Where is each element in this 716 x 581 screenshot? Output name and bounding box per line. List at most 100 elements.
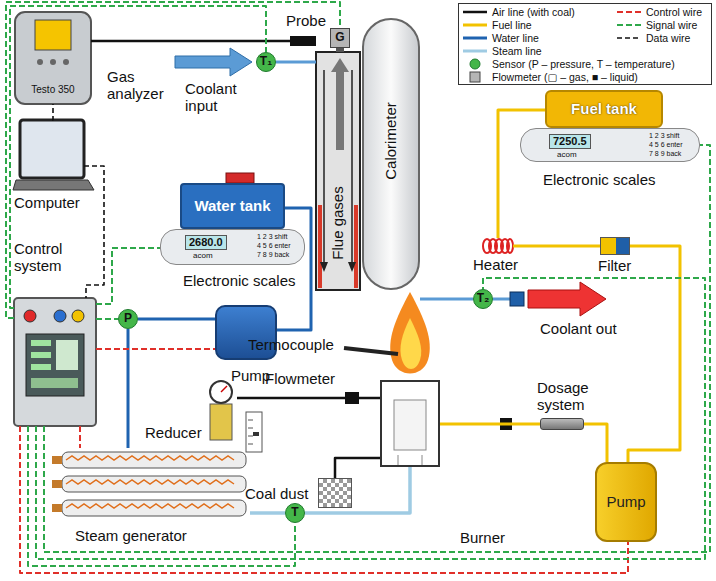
flue-duct bbox=[351, 70, 353, 262]
flue-duct bbox=[320, 262, 328, 272]
legend-item: Control wire bbox=[616, 6, 702, 18]
legend-item: Sensor (P – pressure, T – temperature) bbox=[462, 58, 675, 70]
coolant-input-arrow bbox=[276, 61, 316, 64]
node-text: Fuel tank bbox=[571, 100, 637, 117]
laptop bbox=[13, 180, 94, 190]
flue-duct bbox=[354, 205, 358, 288]
fuel-tank: Fuel tank bbox=[545, 90, 663, 128]
heater: Heater bbox=[483, 238, 513, 254]
laptop bbox=[20, 120, 84, 178]
legend-text: Data wire bbox=[646, 32, 690, 44]
legend-sample bbox=[616, 6, 642, 18]
burner-inner bbox=[422, 455, 423, 465]
dosage-system: Dosage system bbox=[540, 418, 584, 430]
legend-sample bbox=[616, 19, 642, 31]
temperature-sensor: T bbox=[285, 503, 305, 523]
legend-item: Data wire bbox=[616, 32, 690, 44]
node-text: Water tank bbox=[194, 197, 270, 214]
air-line bbox=[335, 458, 380, 478]
legend-sample bbox=[462, 45, 488, 57]
gas-flowmeter: G bbox=[330, 28, 350, 48]
water-tank: Water tank bbox=[180, 183, 285, 229]
node-label: 4 5 6 enter bbox=[257, 242, 290, 250]
node-label: Computer bbox=[14, 194, 80, 211]
node-label: 7 8 9 back bbox=[257, 251, 289, 259]
flue-duct bbox=[318, 205, 322, 288]
reducer-device bbox=[210, 381, 262, 452]
node-label: Calorimeter bbox=[382, 102, 399, 180]
steam-generator-rods bbox=[62, 476, 246, 492]
node-label: acom bbox=[557, 150, 577, 159]
legend-line bbox=[463, 11, 487, 14]
legend-line bbox=[617, 37, 641, 39]
reducer-device bbox=[248, 420, 253, 421]
sig-line bbox=[36, 278, 705, 559]
legend-text: Control wire bbox=[646, 6, 702, 18]
callout-label: Coolant out bbox=[540, 320, 617, 337]
flue-duct bbox=[323, 70, 325, 262]
gas-analyzer-device bbox=[37, 59, 43, 65]
reducer-device bbox=[210, 381, 232, 403]
callout-label: Termocouple bbox=[248, 336, 334, 353]
legend-line bbox=[463, 37, 487, 40]
legend-sample bbox=[462, 32, 488, 44]
control-cabinet bbox=[72, 310, 84, 322]
legend-line bbox=[463, 24, 487, 27]
flame bbox=[390, 292, 430, 374]
node-label: Probe bbox=[286, 12, 326, 29]
flame bbox=[400, 318, 421, 369]
tank-valve bbox=[226, 173, 254, 183]
reducer-device bbox=[248, 444, 253, 445]
node-label: Testo 350 bbox=[15, 84, 91, 96]
control-cabinet bbox=[14, 298, 96, 426]
steam-generator-rods bbox=[52, 452, 246, 516]
coal-dust-feeder: Coal dust bbox=[318, 478, 352, 508]
sig-line bbox=[96, 318, 118, 320]
legend-sample bbox=[462, 58, 488, 70]
legend-text: Steam line bbox=[492, 45, 542, 57]
node-label: Flue gases bbox=[329, 187, 346, 260]
heating-element bbox=[66, 480, 234, 484]
node-text: T₁ bbox=[260, 55, 272, 69]
probe-line bbox=[91, 40, 290, 43]
flue-duct bbox=[316, 48, 360, 290]
ctrl-line bbox=[20, 426, 628, 573]
flue-duct bbox=[316, 52, 360, 290]
control-cabinet bbox=[24, 310, 36, 322]
reducer: Reducer bbox=[205, 380, 237, 442]
legend-line bbox=[617, 11, 641, 13]
node-text: G bbox=[335, 31, 344, 45]
gas-analyzer-device bbox=[63, 59, 69, 65]
probe: Probe bbox=[290, 36, 316, 46]
temperature-sensor: T₂ bbox=[473, 289, 493, 309]
node-label: Flowmeter bbox=[265, 370, 335, 387]
heater-coil bbox=[483, 239, 513, 253]
fuel-line bbox=[440, 423, 540, 426]
control-system: Control system bbox=[14, 298, 96, 426]
node-label: Steam generator bbox=[75, 527, 187, 544]
legend-flowmeter bbox=[470, 72, 480, 82]
data-line bbox=[52, 104, 53, 120]
thermocouple-rod bbox=[344, 348, 398, 354]
legend-item: Fuel line bbox=[462, 19, 532, 31]
steam-line bbox=[250, 511, 285, 515]
legend-sensor bbox=[470, 59, 480, 69]
sig-line bbox=[96, 248, 160, 304]
node-label: 2680.0 bbox=[185, 235, 227, 250]
node-label: 7 8 9 back bbox=[649, 150, 681, 158]
reducer-device bbox=[210, 404, 232, 440]
node-label: 1 2 3 shift bbox=[257, 233, 287, 241]
air-line bbox=[237, 397, 345, 400]
flue-duct bbox=[336, 70, 344, 150]
ctrl-line bbox=[79, 426, 81, 448]
control-cabinet bbox=[31, 340, 51, 346]
legend-item: Signal wire bbox=[616, 19, 697, 31]
steam-generator-rods bbox=[62, 500, 246, 516]
callout-label: Coolant input bbox=[185, 80, 265, 115]
control-cabinet bbox=[31, 352, 51, 358]
node-label: 1 2 3 shift bbox=[649, 132, 679, 140]
legend-item: Air line (with coal) bbox=[462, 6, 575, 18]
reducer-device bbox=[246, 412, 262, 452]
electronic-scales: 2680.0acom1 2 3 shift4 5 6 enter7 8 9 ba… bbox=[160, 229, 305, 265]
